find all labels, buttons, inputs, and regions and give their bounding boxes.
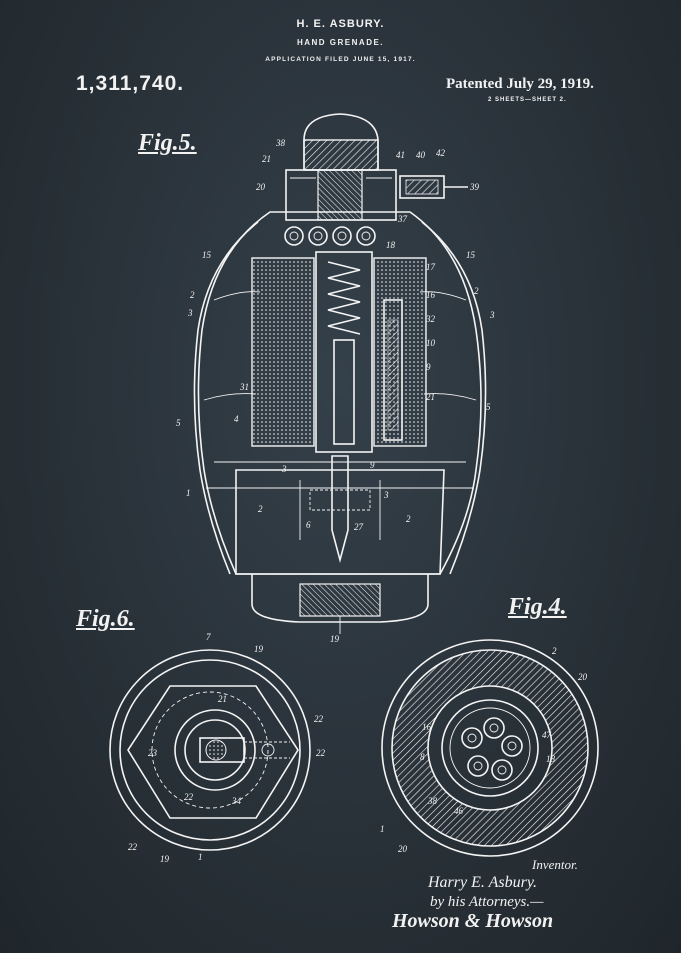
ref-numeral: 3 — [489, 310, 495, 320]
ref-numeral: 1 — [198, 852, 203, 862]
ref-numeral: 3 — [383, 490, 389, 500]
ref-numeral: 8 — [420, 752, 425, 762]
ref-numeral: 9 — [370, 460, 375, 470]
ref-numeral: 2 — [258, 504, 263, 514]
ref-numeral: 21 — [218, 694, 227, 704]
ref-numeral: 38 — [275, 138, 286, 148]
ref-numeral: 34 — [231, 796, 242, 806]
ref-numeral: 7 — [206, 632, 211, 642]
ref-numeral: 1 — [186, 488, 191, 498]
ref-numeral: 47 — [542, 730, 552, 740]
ref-numeral: 22 — [316, 748, 326, 758]
fig4-reference-numerals: 2 20 16 47 8 18 38 46 1 20 — [380, 646, 588, 854]
ref-numeral: 15 — [202, 250, 212, 260]
patent-number: 1,311,740. — [76, 72, 185, 95]
ref-numeral: 4 — [234, 414, 239, 424]
ref-numeral: 22 — [184, 792, 194, 802]
ref-numeral: 22 — [314, 714, 324, 724]
ref-numeral: 23 — [148, 748, 158, 758]
ref-numeral: 40 — [416, 150, 426, 160]
ref-numeral: 31 — [239, 382, 249, 392]
fig4-cross-section-drawing — [381, 639, 599, 857]
ref-numeral: 38 — [427, 796, 438, 806]
fig5-reference-numerals: 38 41 40 42 39 21 37 20 18 15 15 2 2 3 3… — [176, 138, 495, 644]
ref-numeral: 27 — [354, 522, 364, 532]
ref-numeral: 20 — [256, 182, 266, 192]
ref-numeral: 19 — [330, 634, 340, 644]
ref-numeral: 1 — [380, 824, 385, 834]
fig6-reference-numerals: 7 19 22 21 23 22 22 34 22 19 1 — [128, 632, 326, 864]
ref-numeral: 2 — [406, 514, 411, 524]
ref-numeral: 3 — [281, 464, 287, 474]
ref-numeral: 17 — [426, 262, 436, 272]
inventor-header: H. E. ASBURY. — [296, 18, 385, 30]
ref-numeral: 3 — [187, 308, 193, 318]
ref-numeral: 16 — [426, 290, 436, 300]
ref-numeral: 18 — [386, 240, 396, 250]
fig6-label: Fig.6. — [76, 606, 135, 632]
ref-numeral: 2 — [552, 646, 557, 656]
attorneys-signature: Howson & Howson — [392, 910, 554, 932]
ref-numeral: 18 — [546, 754, 556, 764]
ref-numeral: 21 — [262, 154, 271, 164]
ref-numeral: 16 — [422, 722, 432, 732]
ref-numeral: 41 — [396, 150, 405, 160]
patent-title: HAND GRENADE. — [296, 38, 385, 47]
ref-numeral: 22 — [128, 842, 138, 852]
fig5-label: Fig.5. — [138, 130, 197, 156]
ref-numeral: 2 — [190, 290, 195, 300]
ref-numeral: 20 — [398, 844, 408, 854]
ref-numeral: 15 — [466, 250, 476, 260]
ref-numeral: 10 — [426, 338, 436, 348]
ref-numeral: 42 — [436, 148, 446, 158]
ref-numeral: 39 — [469, 182, 480, 192]
ref-numeral: 20 — [578, 672, 588, 682]
inventor-signature: Harry E. Asbury. — [428, 874, 538, 891]
ref-numeral: 32 — [425, 314, 436, 324]
ref-numeral: 21 — [426, 392, 435, 402]
application-filed: APPLICATION FILED JUNE 15, 1917. — [265, 56, 416, 63]
ref-numeral: 2 — [474, 286, 479, 296]
fig5-grenade-drawing — [193, 113, 487, 634]
fig6-top-view-drawing — [109, 649, 311, 851]
sheet-count: 2 SHEETS—SHEET 2. — [488, 97, 567, 103]
attorneys-line: by his Attorneys.— — [430, 894, 544, 910]
fig4-label: Fig.4. — [508, 594, 567, 620]
inventor-label: Inventor. — [532, 857, 578, 872]
patented-date: Patented July 29, 1919. — [446, 76, 594, 92]
ref-numeral: 37 — [397, 214, 408, 224]
ref-numeral: 19 — [160, 854, 170, 864]
ref-numeral: 19 — [254, 644, 264, 654]
ref-numeral: 6 — [306, 520, 311, 530]
ref-numeral: 9 — [426, 362, 431, 372]
ref-numeral: 46 — [454, 806, 464, 816]
ref-numeral: 5 — [176, 418, 181, 428]
ref-numeral: 5 — [486, 402, 491, 412]
